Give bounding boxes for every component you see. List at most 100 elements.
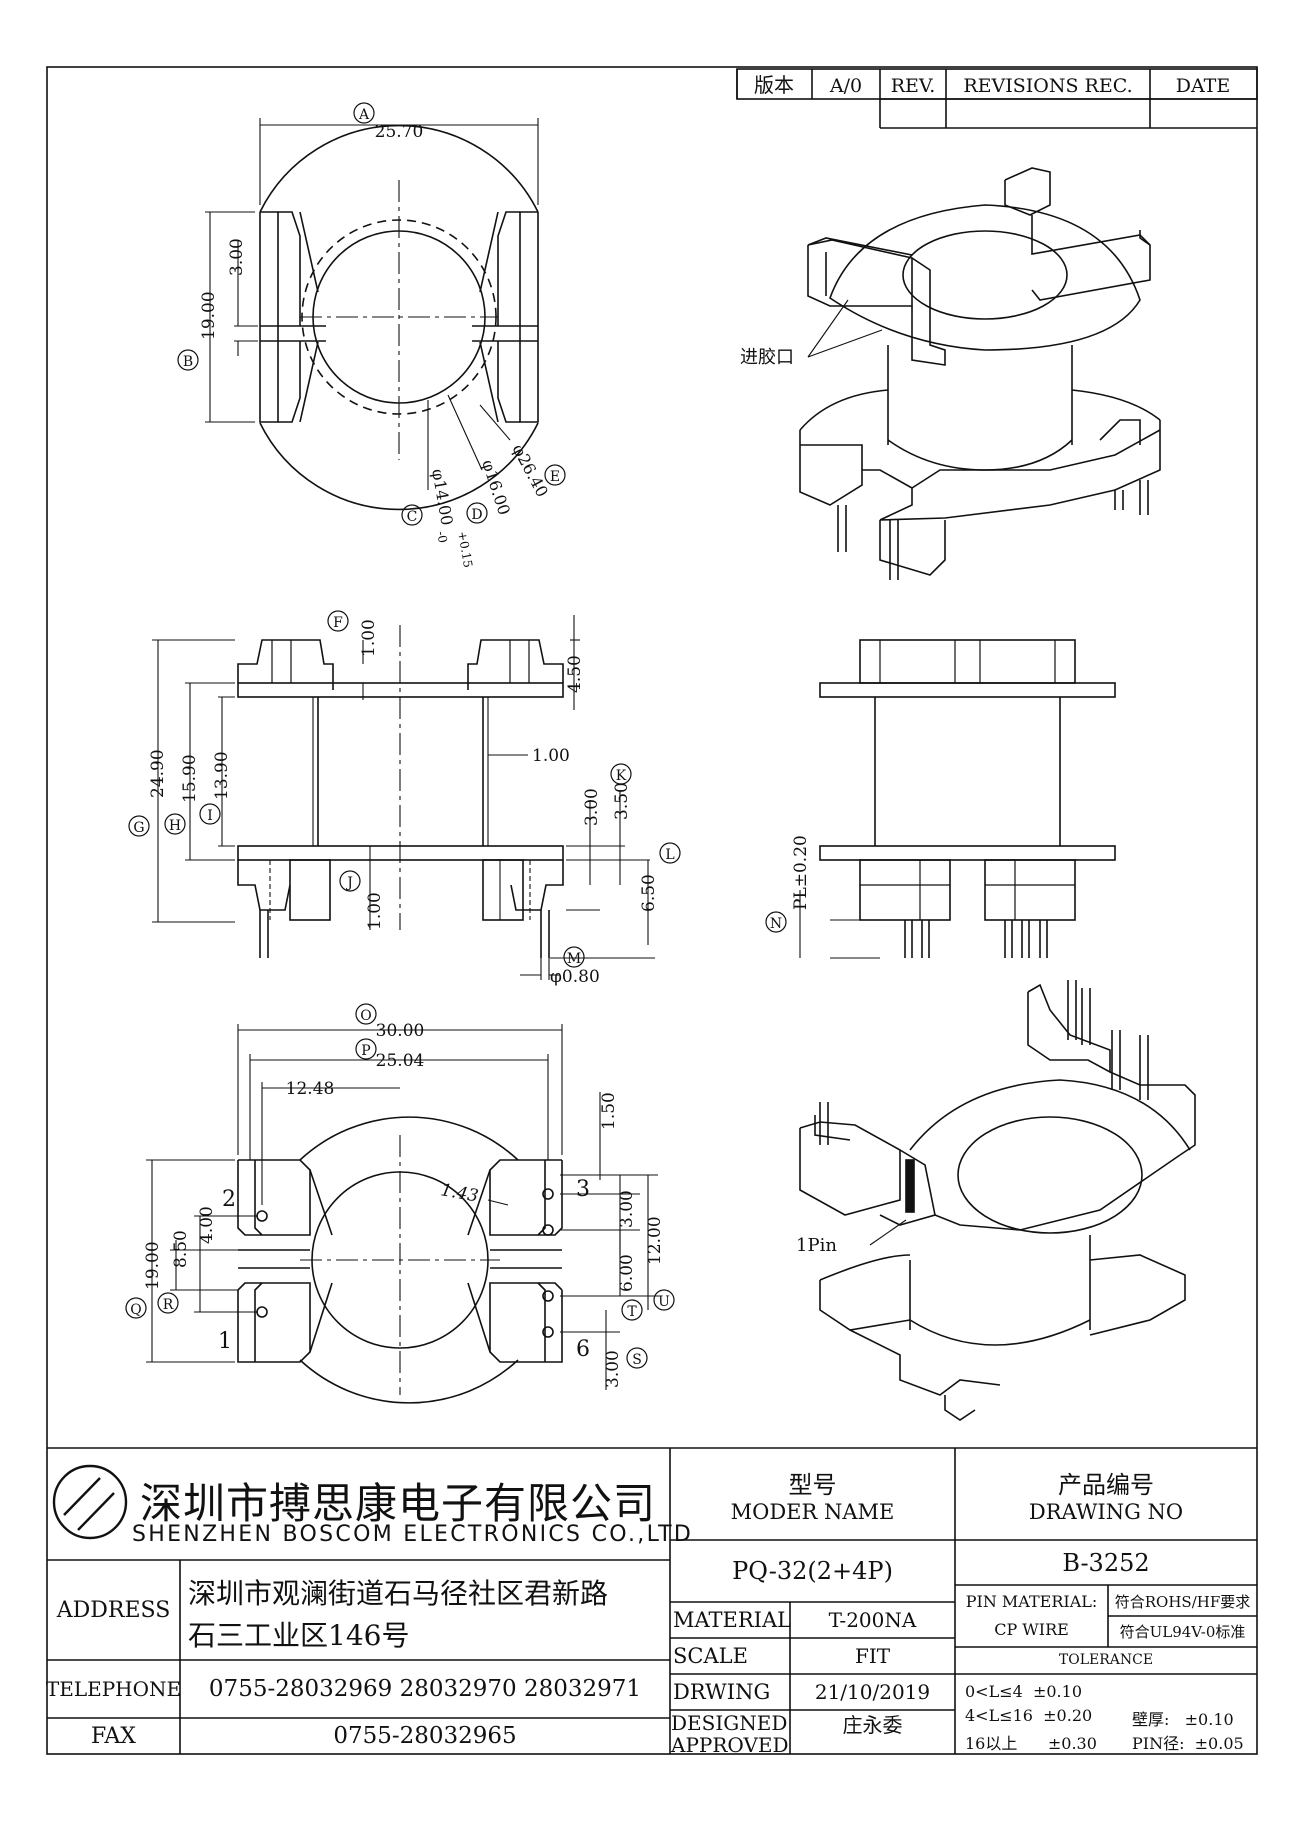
telephone-value: 0755-28032969 28032970 28032971 [208,1676,642,1702]
model-value: PQ-32(2+4P) [732,1557,893,1585]
dim-front-i: 13.90 [212,751,232,800]
dim-bottom-pitch: 3.00 [617,1190,637,1228]
dim-bottom-mid: 6.00 [617,1254,637,1292]
dim-front-k: 3.50 [612,782,632,820]
tolerance-row-1: 0<L≤4 ±0.10 [965,1682,1082,1701]
label-Q: Q [130,1302,141,1318]
dim-bore-tol-plus: +0.15 [455,530,475,569]
dim-bore-tol-minus: -0 [434,530,450,544]
dim-front-wall: 1.00 [532,746,570,766]
dim-front-j: 1.00 [365,892,385,930]
designed-label: DESIGNED [671,1711,788,1735]
rev-label: REV. [891,75,936,97]
telephone-label: TELEPHONE [45,1677,182,1701]
scale-label: SCALE [673,1644,748,1668]
dim-bottom-q: 19.00 [143,1241,163,1290]
label-K: K [616,768,627,784]
pin1-label: 1Pin [796,1235,837,1256]
label-I: I [207,808,213,824]
dim-front-pin: φ0.80 [550,967,600,987]
pin-tolerance: PIN径: ±0.05 [1132,1734,1244,1753]
ul-note: 符合UL94V-0标准 [1119,1623,1246,1641]
iso-view-bottom: 1Pin [796,980,1196,1421]
dim-top-width: 25.70 [375,122,424,142]
pin-label-2: 2 [222,1187,236,1212]
rohs-note: 符合ROHS/HF要求 [1114,1593,1251,1611]
dim-bottom-r: 8.50 [171,1230,191,1268]
dim-bottom-o: 30.00 [376,1021,425,1041]
drawing-label-en: DRAWING NO [1028,1500,1184,1524]
tolerance-row-2: 4<L≤16 ±0.20 [965,1706,1093,1725]
dim-front-inner: 3.00 [582,788,602,826]
revisions-label: REVISIONS REC. [963,75,1132,97]
rev-version-value: A/0 [829,75,862,97]
model-label-en: MODER NAME [730,1500,895,1524]
address-line2: 石三工业区146号 [188,1619,410,1652]
fax-value: 0755-28032965 [333,1723,517,1749]
label-E: E [550,469,560,485]
material-label: MATERIAL [673,1608,792,1632]
bottom-view: 2 1 3 6 30.00 O 25.04 P 12.48 1.50 1.43 … [125,1003,675,1404]
label-M: M [567,951,581,967]
label-O: O [360,1008,371,1024]
iso-view-top: 进胶口 [740,167,1161,580]
front-view: 1.00 F 4.50 24.90 G 15.90 H 13.90 I 1.00… [128,610,681,987]
fax-label: FAX [91,1723,136,1749]
sheet-border [46,66,1258,1755]
label-U: U [658,1294,670,1310]
label-P: P [361,1043,370,1059]
label-L: L [665,847,674,863]
label-J: J [345,875,353,891]
dim-pin-length: PL±0.20 [791,835,811,910]
tolerance-row-3: 16以上 ±0.30 [965,1734,1097,1753]
dim-front-l: 6.50 [639,874,659,912]
pin-label-6: 6 [576,1337,590,1362]
side-view: PL±0.20 N [765,639,1116,959]
dim-bottom-top: 1.50 [599,1092,619,1130]
dim-bottom-left-pitch: 4.00 [197,1206,217,1244]
company-logo-icon [52,1464,128,1540]
pin-label-1: 1 [218,1329,232,1354]
label-F: F [333,615,343,631]
title-block [47,1447,1257,1754]
company-name-cn: 深圳市搏思康电子有限公司 [140,1479,657,1528]
revision-block: 版本 A/0 REV. REVISIONS REC. DATE [736,68,1258,129]
dim-bottom-p: 25.04 [376,1051,425,1071]
model-label-cn: 型号 [788,1471,837,1499]
drawing-value: B-3252 [1062,1548,1150,1577]
scale-value: FIT [854,1644,891,1668]
drawing-label-cn: 产品编号 [1058,1471,1154,1499]
pin-label-3: 3 [576,1177,590,1202]
rev-version-label: 版本 [754,73,794,97]
label-G: G [133,820,144,836]
label-N: N [770,916,782,932]
dim-bottom-s: 3.00 [603,1350,623,1388]
company-name-en: SHENZHEN BOSCOM ELECTRONICS CO.,LTD [132,1522,694,1547]
date-label: DATE [1176,75,1230,97]
dim-front-f: 1.00 [359,619,379,657]
label-R: R [163,1297,174,1313]
drwing-label: DRWING [673,1680,771,1704]
label-T: T [627,1304,637,1320]
material-value: T-200NA [828,1608,917,1632]
designed-value: 庄永委 [842,1712,903,1737]
label-H: H [169,818,181,834]
dim-front-g: 24.90 [148,749,168,798]
label-A: A [358,107,370,123]
pin-material-value: CP WIRE [994,1620,1069,1639]
approved-label: APPROVED [671,1733,789,1757]
top-view: 25.70 A 19.00 B 3.00 φ14.00 +0.15 -0 φ16… [177,102,566,569]
label-S: S [632,1352,642,1368]
label-C: C [407,509,418,525]
label-D: D [471,507,482,523]
label-B: B [183,354,193,370]
drwing-value: 21/10/2019 [814,1680,931,1704]
address-label: ADDRESS [56,1597,171,1623]
dim-bottom-half: 12.48 [286,1079,335,1099]
tolerance-label: TOLERANCE [1058,1652,1154,1668]
address-line1: 深圳市观澜街道石马径社区君新路 [188,1577,609,1610]
dim-top-height: 19.00 [199,291,219,340]
wall-tolerance: 壁厚: ±0.10 [1132,1710,1234,1729]
